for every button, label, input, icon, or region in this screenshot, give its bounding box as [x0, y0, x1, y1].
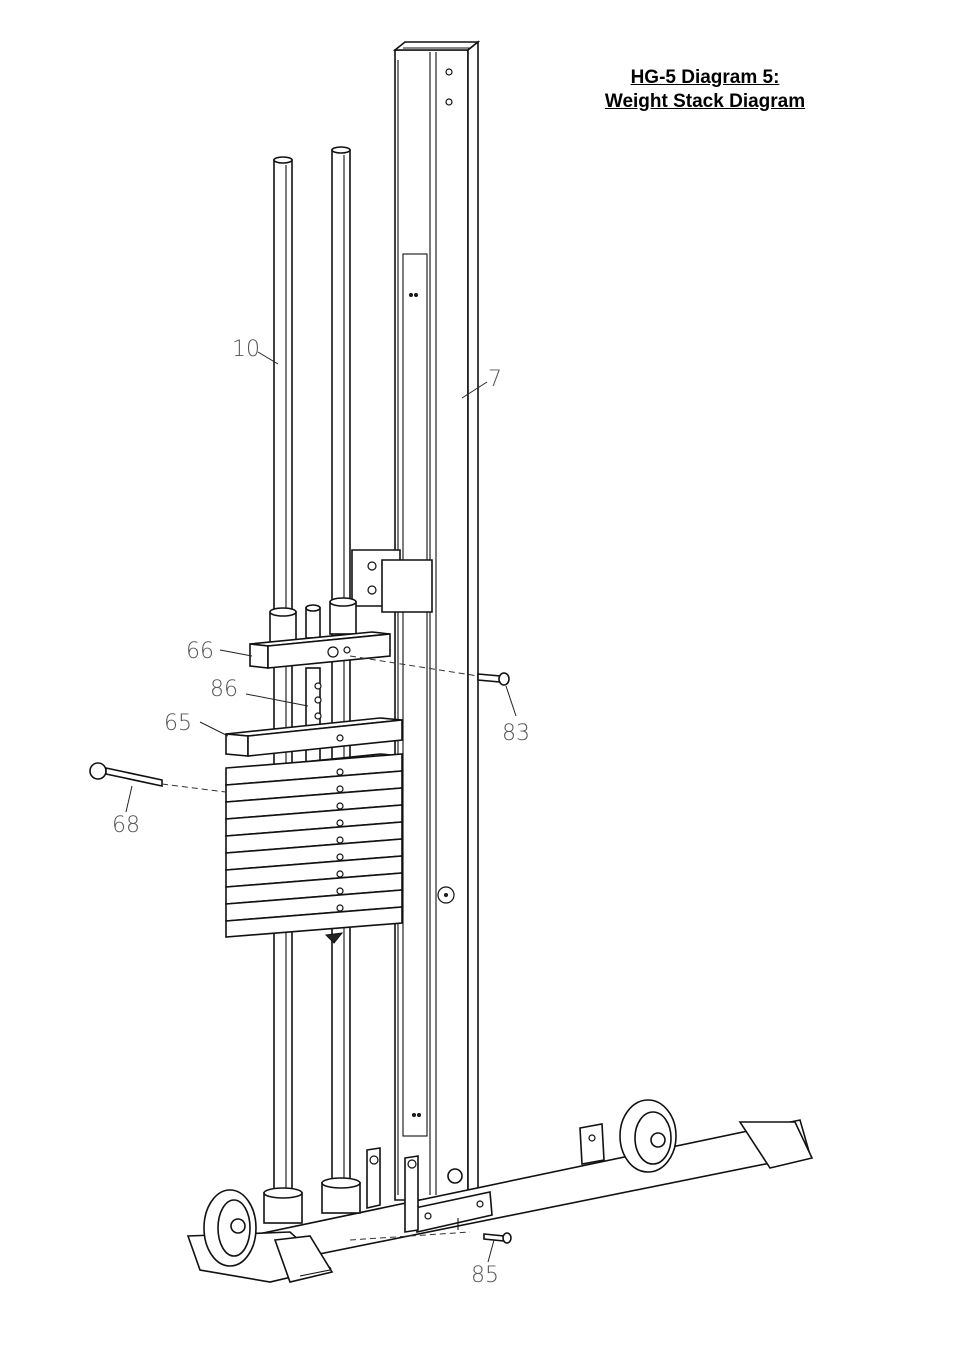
weight-stack [226, 754, 402, 943]
plate-hole [337, 820, 343, 826]
plate-hole [337, 854, 343, 860]
callout-85: 85 [471, 1263, 499, 1288]
selector-stem [306, 668, 321, 768]
plate-hole [337, 769, 343, 775]
callout-7: 7 [488, 367, 502, 392]
plate-hole [337, 905, 343, 911]
base-bolt [484, 1233, 511, 1243]
upright-column [395, 42, 478, 1200]
plate-hole [337, 871, 343, 877]
plate-hole [337, 837, 343, 843]
weight-pin [90, 763, 162, 786]
plate-hole [337, 888, 343, 894]
callout-86: 86 [210, 677, 238, 702]
bolt [478, 673, 509, 685]
callout-68: 68 [112, 813, 140, 838]
callout-10: 10 [232, 337, 260, 362]
plate-hole [337, 803, 343, 809]
callout-65: 65 [164, 711, 192, 736]
callout-83: 83 [502, 721, 530, 746]
plate-hole [337, 786, 343, 792]
top-plate [250, 598, 390, 668]
column-bracket [352, 550, 432, 612]
callout-66: 66 [186, 639, 214, 664]
